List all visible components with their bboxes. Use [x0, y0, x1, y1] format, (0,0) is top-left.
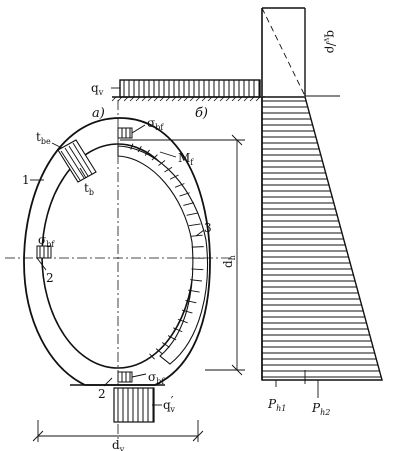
label-ph2: Ph2 — [311, 401, 330, 417]
label-qv-prime: q′v — [163, 394, 175, 414]
label-tb: tb — [84, 181, 94, 197]
bottom-reaction-load — [113, 387, 155, 423]
stress-block-bottom — [117, 371, 147, 383]
label-qv: qv — [91, 81, 104, 97]
label-dh: dh — [221, 255, 237, 268]
label-1: 1 — [22, 173, 30, 187]
label-tbe: tbe — [36, 130, 51, 146]
dimension-dv — [32, 420, 204, 442]
label-a: a) — [92, 106, 105, 121]
stress-block-top — [117, 124, 146, 139]
label-dv: dv — [112, 438, 125, 451]
dimension-dh — [120, 134, 245, 376]
label-mf: Mf — [178, 151, 194, 167]
leader-lines — [30, 87, 319, 406]
label-2-left: 2 — [46, 271, 54, 285]
label-2-bottom: 2 — [98, 387, 106, 401]
label-sigma-top: σbf — [147, 116, 164, 132]
label-qv-over-rho: qv/ρ — [322, 30, 338, 53]
section-1-patch — [57, 139, 97, 183]
lateral-pressure-diagram — [261, 96, 383, 384]
labels: qv qv/ρ a) б) σbf σbf σbf tbe tb 1 2 2 3… — [22, 30, 338, 451]
centerlines — [5, 100, 232, 440]
surcharge-load-top — [111, 79, 265, 102]
label-sigma-left: σbf — [38, 233, 55, 249]
moment-diagram-mf — [117, 143, 209, 365]
label-b: б) — [195, 106, 208, 121]
label-ph1: Ph1 — [267, 397, 286, 413]
label-3: 3 — [204, 221, 212, 235]
label-sigma-bottom: σbf — [148, 370, 165, 386]
vertical-pressure-diagram — [261, 7, 340, 97]
